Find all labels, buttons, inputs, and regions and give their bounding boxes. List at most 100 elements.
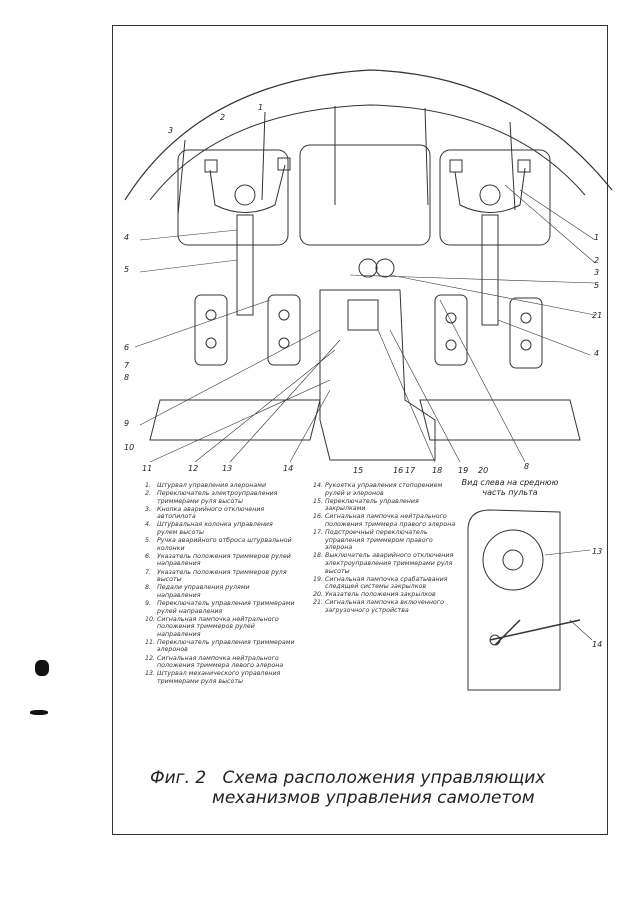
callout-right-3: 3 — [594, 268, 600, 277]
callout-19: 19 — [458, 466, 469, 475]
callout-14: 14 — [283, 464, 294, 473]
legend-item-number: 19. — [313, 575, 324, 583]
legend-item: 1.Штурвал управления элеронами — [145, 482, 295, 490]
legend-item-text: Рукоятка управления стопорением рулей и … — [325, 482, 443, 497]
windshield-left — [177, 149, 289, 246]
legend-item-number: 7. — [145, 568, 152, 576]
legend-item: 7. Указатель положения триммеров руля выс… — [145, 569, 295, 584]
legend-item-text: Сигнальная лампочка нейтрального положен… — [157, 615, 279, 638]
legend-item: 3. Кнопка аварийного отключения автопилот… — [145, 506, 295, 521]
legend-item: 9.Переключатель управления триммерами ру… — [145, 600, 295, 615]
legend-item-number: 8. — [145, 584, 152, 592]
legend-item-text: Переключатель управления триммерами элер… — [157, 638, 295, 654]
callout-right-21: 21 — [592, 311, 603, 320]
legend-item-text: Штурвал механического управления триммер… — [157, 670, 281, 685]
inset-title: Вид слева на среднюю часть пульта — [461, 478, 559, 497]
legend-item-text: Сигнальная лампочка срабатывания следяще… — [325, 575, 448, 591]
right-control-wheel — [449, 159, 531, 326]
floor — [149, 399, 581, 441]
legend-item-text: Переключатель управления закрылками — [325, 497, 419, 513]
windshield-right — [439, 149, 551, 246]
legend-item: 5. Ручка аварийного отброса штурвальной к… — [145, 537, 295, 552]
legend-item: 6.Указатель положения триммеров рулей на… — [145, 553, 295, 568]
callout-20: 20 — [478, 466, 489, 475]
legend-item-text: Указатель положения триммеров руля высот… — [157, 568, 287, 584]
scan-blot — [35, 660, 49, 676]
legend-item-text: Подстроечный переключатель управления тр… — [325, 529, 433, 552]
indicator-20 — [375, 258, 395, 278]
legend-item: 15.Переключатель управления закрылками — [313, 498, 458, 513]
legend-item-number: 10. — [145, 615, 156, 623]
leader-lines — [134, 184, 596, 463]
legend-item-text: Штурвальная колонка управления рулем выс… — [157, 521, 273, 537]
callout-3: 3 — [168, 126, 174, 135]
legend-item-number: 18. — [313, 552, 324, 560]
switch-panel — [347, 299, 379, 331]
legend-item-text: Сигнальная лампочка нейтрального положен… — [325, 513, 456, 528]
canopy-outline — [124, 69, 613, 201]
callout-2: 2 — [220, 113, 226, 122]
legend-item: 17.Подстроечный переключатель управления… — [313, 529, 458, 552]
legend-item-text: Педали управления рулями направления — [157, 584, 250, 599]
canopy-inner — [149, 104, 586, 201]
legend-item-number: 5. — [145, 537, 152, 545]
callout-16: 16 — [393, 466, 404, 475]
callout-5: 5 — [124, 265, 130, 274]
figure-title-line2: механизмов управления самолетом — [212, 788, 535, 808]
figure-number: Фиг. 2 — [150, 768, 207, 788]
legend-item-text: Штурвал управления элеронами — [157, 482, 267, 489]
legend-item: 13.Штурвал механического управления трим… — [145, 670, 295, 685]
legend-item-number: 3. — [145, 505, 152, 513]
callout-17: 17 — [405, 466, 416, 475]
legend-item: 19.Сигнальная лампочка срабатывания след… — [313, 576, 458, 591]
legend-item-number: 13. — [145, 670, 156, 678]
legend-item-number: 21. — [313, 599, 324, 607]
legend-item: 18.Выключатель аварийного отключения эле… — [313, 552, 458, 575]
callout-right-1: 1 — [594, 233, 600, 242]
window-frames — [177, 106, 516, 216]
legend-item-text: Ручка аварийного отброса штурвальной кол… — [157, 537, 292, 552]
callout-11: 11 — [142, 464, 153, 473]
figure-caption: Фиг. 2 Схема расположения управляющих ме… — [150, 768, 590, 808]
figure-title-line1: Схема расположения управляющих — [222, 768, 546, 788]
callout-12: 12 — [188, 464, 199, 473]
callout-18: 18 — [432, 466, 443, 475]
legend-item-number: 12. — [145, 654, 156, 662]
inset-callout-14: 14 — [592, 640, 603, 649]
legend-item: 8. Педали управления рулями направления — [145, 584, 295, 599]
callout-6: 6 — [124, 343, 130, 352]
legend-item-number: 6. — [145, 552, 152, 560]
center-pedestal — [319, 289, 436, 461]
legend-item: 10.Сигнальная лампочка нейтрального поло… — [145, 616, 295, 639]
inset-side-view — [467, 509, 593, 691]
callout-15: 15 — [353, 466, 364, 475]
legend-item-number: 17. — [313, 529, 324, 537]
legend-item-number: 4. — [145, 521, 152, 529]
callout-8: 8 — [124, 373, 130, 382]
legend-item: 14.Рукоятка управления стопорением рулей… — [313, 482, 458, 497]
pedals — [194, 294, 543, 369]
inset-callout-13: 13 — [592, 547, 603, 556]
legend-item: 2.Переключатель электроуправления тримме… — [145, 490, 295, 505]
callout-right-8: 8 — [524, 462, 530, 471]
legend-item-text: Кнопка аварийного отключения автопилота — [157, 505, 265, 521]
legend-item-number: 2. — [145, 490, 152, 498]
indicator-21 — [358, 258, 378, 278]
windshield-center — [299, 144, 431, 246]
legend-item: 20.Указатель положения закрылков — [313, 591, 458, 599]
legend-item: 4. Штурвальная колонка управления рулем в… — [145, 521, 295, 536]
legend-item-text: Сигнальная лампочка включенного загрузоч… — [325, 599, 444, 614]
callout-10: 10 — [124, 443, 135, 452]
legend-item-number: 15. — [313, 497, 324, 505]
legend-right: 14.Рукоятка управления стопорением рулей… — [313, 482, 458, 615]
callout-7: 7 — [124, 361, 130, 370]
legend-item-number: 16. — [313, 513, 324, 521]
scan-blot — [30, 710, 48, 715]
legend-item: 16.Сигнальная лампочка нейтрального поло… — [313, 513, 458, 528]
legend-item-text: Выключатель аварийного отключения электр… — [325, 552, 454, 575]
left-control-wheel — [204, 157, 291, 316]
callout-4: 4 — [124, 233, 130, 242]
callout-9: 9 — [124, 419, 130, 428]
